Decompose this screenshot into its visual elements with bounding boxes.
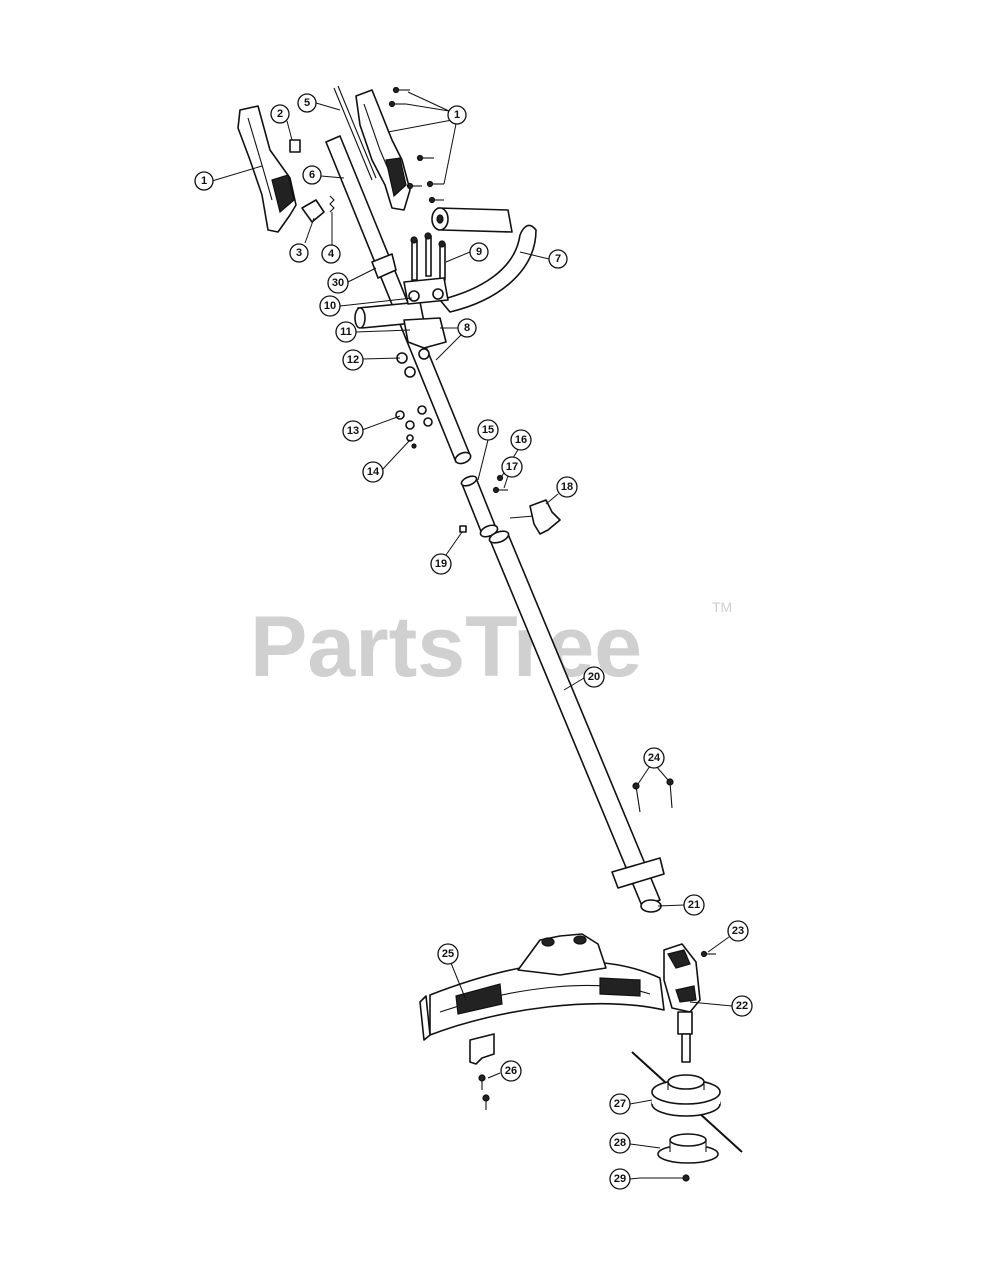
wire-part — [333, 87, 373, 181]
svg-text:18: 18 — [561, 481, 573, 493]
callout: 10 — [319, 295, 341, 317]
callout: 28 — [609, 1132, 631, 1154]
screw-29 — [640, 1174, 690, 1182]
callout: 3 — [289, 243, 309, 263]
svg-text:1: 1 — [201, 175, 207, 187]
handle-half-right — [355, 89, 411, 211]
svg-text:4: 4 — [328, 248, 335, 260]
svg-text:19: 19 — [435, 558, 447, 570]
lower-clamp — [403, 317, 447, 349]
upper-tube — [325, 135, 472, 465]
callout: 2 — [270, 104, 290, 124]
svg-text:14: 14 — [367, 466, 380, 478]
callout: 6 — [302, 165, 322, 185]
svg-text:15: 15 — [482, 424, 494, 436]
callout: 11 — [335, 321, 357, 343]
handle-screws — [388, 86, 444, 204]
callout: 19 — [430, 553, 452, 575]
svg-text:26: 26 — [505, 1065, 517, 1077]
svg-text:25: 25 — [442, 948, 454, 960]
svg-text:22: 22 — [736, 1000, 748, 1012]
svg-text:12: 12 — [347, 354, 359, 366]
svg-text:27: 27 — [614, 1098, 626, 1110]
nut-19 — [459, 525, 467, 533]
callout: 9 — [469, 242, 489, 262]
svg-text:8: 8 — [464, 322, 470, 334]
collar-part — [371, 253, 397, 279]
svg-text:7: 7 — [555, 253, 561, 265]
motor-housing — [663, 943, 701, 1063]
spring-part — [329, 195, 335, 213]
svg-text:28: 28 — [614, 1137, 626, 1149]
svg-text:24: 24 — [648, 752, 661, 764]
svg-text:20: 20 — [588, 671, 600, 683]
callout: 1 — [194, 171, 214, 191]
knob — [509, 499, 561, 535]
callout: 24 — [643, 747, 665, 769]
callout: 30 — [327, 272, 349, 294]
guard-bolts — [632, 778, 674, 813]
blade-bracket — [469, 1033, 495, 1110]
svg-text:16: 16 — [515, 434, 527, 446]
svg-text:11: 11 — [340, 326, 352, 338]
callout: 1 — [447, 105, 467, 125]
assist-handle-bolts — [410, 232, 446, 281]
svg-text:5: 5 — [304, 97, 310, 109]
callout: 12 — [342, 349, 364, 371]
screw-23 — [700, 950, 716, 958]
callout: 5 — [297, 93, 317, 113]
svg-text:6: 6 — [309, 169, 315, 181]
callout: 4 — [321, 244, 341, 264]
callout: 20 — [583, 666, 605, 688]
svg-text:1: 1 — [454, 109, 460, 121]
callout: 13 — [342, 420, 364, 442]
callout: 17 — [501, 456, 523, 478]
callout: 26 — [500, 1060, 522, 1082]
svg-text:3: 3 — [296, 247, 302, 259]
screw-16 — [496, 474, 504, 482]
svg-text:21: 21 — [688, 899, 700, 911]
svg-text:17: 17 — [506, 461, 518, 473]
svg-text:13: 13 — [347, 425, 359, 437]
svg-text:9: 9 — [476, 246, 482, 258]
guard-bracket — [611, 857, 665, 889]
nuts — [395, 348, 433, 449]
switch-part — [289, 139, 301, 153]
spool-cap — [657, 1133, 719, 1164]
callout: 16 — [510, 429, 532, 451]
callout: 21 — [683, 894, 705, 916]
spool — [631, 1051, 743, 1153]
callout: 23 — [727, 920, 749, 942]
callout: 22 — [731, 995, 753, 1017]
svg-text:23: 23 — [732, 925, 744, 937]
callout: 29 — [609, 1168, 631, 1190]
callout: 14 — [362, 461, 384, 483]
watermark-trademark: TM — [712, 599, 732, 615]
svg-text:30: 30 — [332, 277, 344, 289]
callout: 18 — [556, 476, 578, 498]
callout: 27 — [609, 1093, 631, 1115]
svg-text:10: 10 — [324, 300, 336, 312]
callout: 15 — [477, 419, 499, 441]
svg-text:2: 2 — [277, 108, 283, 120]
handle-half-left — [237, 105, 297, 233]
watermark-text: PartsTree — [250, 599, 642, 695]
callout: 25 — [437, 943, 459, 965]
lower-tube — [488, 530, 661, 907]
guard — [419, 933, 665, 1041]
callout: 7 — [548, 249, 568, 269]
svg-text:29: 29 — [614, 1173, 626, 1185]
callout: 8 — [457, 318, 477, 338]
trigger-part — [301, 199, 325, 223]
